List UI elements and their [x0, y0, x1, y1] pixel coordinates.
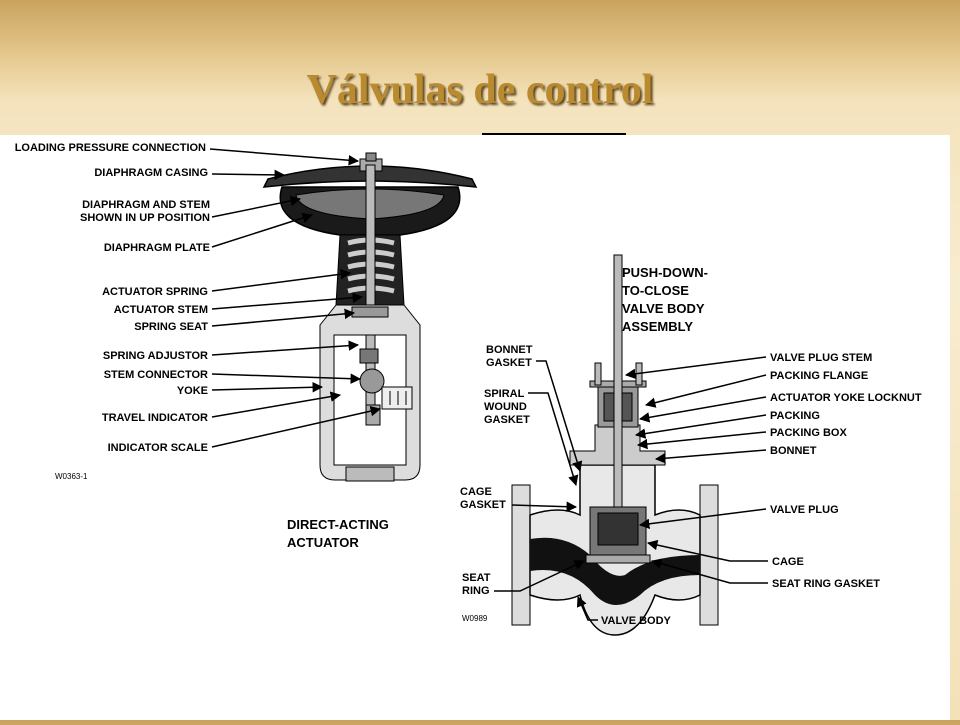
yoke-shape [319, 304, 421, 481]
valve-caption-line1: PUSH-DOWN- [622, 265, 708, 280]
title-underline [482, 133, 626, 135]
label-valve-body: VALVE BODY [601, 615, 672, 627]
label-actuator-spring: ACTUATOR SPRING [102, 286, 208, 298]
label-spiral-wound-gasket-1: SPIRAL [484, 388, 525, 400]
valve-left-leader-lines [494, 360, 585, 592]
label-packing: PACKING [770, 410, 820, 422]
valve-right-leader-lines [624, 356, 768, 584]
label-shown-in-up-position: SHOWN IN UP POSITION [80, 212, 210, 224]
label-spring-adjustor: SPRING ADJUSTOR [103, 350, 208, 362]
label-indicator-scale: INDICATOR SCALE [108, 442, 208, 454]
label-spiral-wound-gasket-3: GASKET [484, 414, 530, 426]
valve-plug-stem-shape [613, 254, 623, 526]
label-spiral-wound-gasket-2: WOUND [484, 401, 527, 413]
actuator-caption-line2: ACTUATOR [287, 535, 359, 550]
valve-right-labels: VALVE PLUG STEM PACKING FLANGE ACTUATOR … [770, 352, 922, 590]
label-bonnet-gasket-2: GASKET [486, 357, 532, 369]
valve-left-labels: BONNET GASKET SPIRAL WOUND GASKET CAGE G… [460, 344, 533, 597]
label-actuator-stem: ACTUATOR STEM [114, 304, 208, 316]
label-loading-pressure-connection: LOADING PRESSURE CONNECTION [15, 142, 206, 154]
actuator-leader-lines [209, 148, 382, 448]
label-spring-seat: SPRING SEAT [134, 321, 208, 333]
actuator-caption-line1: DIRECT-ACTING [287, 517, 389, 532]
label-travel-indicator: TRAVEL INDICATOR [102, 412, 208, 424]
label-bonnet-gasket-1: BONNET [486, 344, 533, 356]
actuator-drawing-code: W0363-1 [55, 472, 88, 481]
valve-diagram: LOADING PRESSURE CONNECTION DIAPHRAGM CA… [15, 142, 922, 636]
label-cage-gasket-2: GASKET [460, 499, 506, 511]
actuator-labels: LOADING PRESSURE CONNECTION DIAPHRAGM CA… [15, 142, 210, 454]
label-valve-plug: VALVE PLUG [770, 504, 839, 516]
label-yoke: YOKE [177, 385, 208, 397]
slide-title: Válvulas de control [306, 67, 654, 113]
label-packing-flange: PACKING FLANGE [770, 370, 868, 382]
label-stem-connector: STEM CONNECTOR [104, 369, 208, 381]
label-diaphragm-casing: DIAPHRAGM CASING [94, 167, 208, 179]
valve-caption-line2: TO-CLOSE [622, 283, 689, 298]
label-seat-ring-gasket: SEAT RING GASKET [772, 578, 880, 590]
diagram-panel: LOADING PRESSURE CONNECTION DIAPHRAGM CA… [0, 135, 950, 720]
label-bonnet: BONNET [770, 445, 817, 457]
valve-caption-line4: ASSEMBLY [622, 319, 693, 334]
label-cage-gasket-1: CAGE [460, 486, 492, 498]
label-actuator-yoke-locknut: ACTUATOR YOKE LOCKNUT [770, 392, 922, 404]
label-packing-box: PACKING BOX [770, 427, 847, 439]
valve-caption-line3: VALVE BODY [622, 301, 705, 316]
label-diaphragm-and-stem: DIAPHRAGM AND STEM [82, 199, 210, 211]
valve-body-drawing [511, 254, 719, 636]
label-seat-ring-1: SEAT [462, 572, 491, 584]
label-seat-ring-2: RING [462, 585, 490, 597]
valve-plug-shape [597, 512, 639, 546]
label-valve-plug-stem: VALVE PLUG STEM [770, 352, 872, 364]
label-cage: CAGE [772, 556, 804, 568]
actuator-drawing [262, 152, 478, 482]
valve-drawing-code: W0989 [462, 614, 488, 623]
left-flange [511, 484, 531, 626]
label-diaphragm-plate: DIAPHRAGM PLATE [104, 242, 210, 254]
